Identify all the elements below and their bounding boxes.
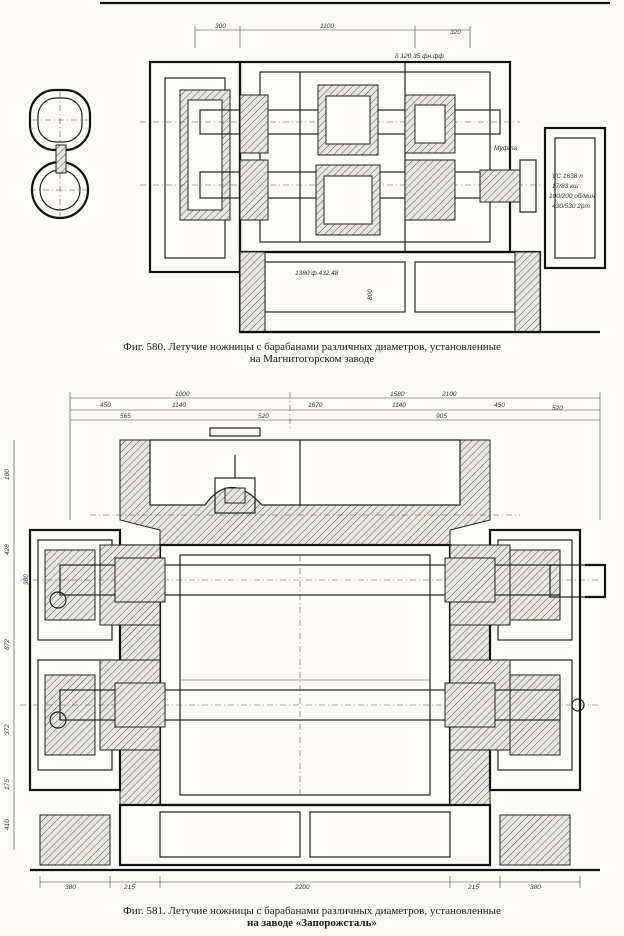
figure-581-drawing: 1000 1580 2100 450 1140 565 520 1670 114… (4, 391, 607, 891)
dim-top-1580: 1580 (390, 391, 405, 398)
figure-580-drawing: 300 1100 320 (28, 1, 610, 334)
dim-800: 800 (367, 289, 374, 300)
blade-section-details (28, 88, 92, 220)
dim-300: 300 (215, 23, 226, 30)
dim-bottom-2200: 2200 (294, 884, 310, 891)
central-frame (119, 543, 491, 807)
dim-top-905: 905 (436, 413, 447, 420)
dim-left-872: 872 (4, 639, 11, 650)
dim-left-372: 372 (4, 724, 11, 735)
dim-top-1140-left: 1140 (172, 402, 186, 409)
dim-left-380: 380 (23, 574, 30, 585)
dim-top-1140-right: 1140 (392, 402, 406, 409)
figure-581-caption: Фиг. 581. Летучие ножницы с барабанами р… (0, 905, 624, 929)
dim-ref-top: δ 120,35 фн.фф (395, 53, 444, 60)
coupling-label: Муфта (494, 145, 518, 152)
figure-581-caption-line1: Фиг. 581. Летучие ножницы с барабанами р… (123, 905, 501, 917)
motor-spec-2: 17/83 кш (552, 183, 579, 190)
dim-top-1000: 1000 (175, 391, 190, 398)
dim-top-520-mid: 520 (258, 413, 269, 420)
dim-top-520-right: 520 (552, 405, 563, 412)
housing-frame: VC 1638 л 17/83 кш 100/200 об/мин 430/53… (140, 53, 607, 274)
dim-top-565: 565 (120, 413, 131, 420)
motor-spec-4: 430/530 2рт (552, 203, 591, 210)
dim-bottom-380-left: 380 (65, 884, 76, 891)
dim-left-428: 428 (4, 544, 11, 555)
figure-581-caption-line2: на заводе «Запорожсталь» (247, 917, 377, 929)
dim-top-450-right: 450 (494, 402, 505, 409)
motor-spec-1: VC 1638 л (552, 173, 583, 180)
dim-bottom-380-right: 380 (530, 884, 541, 891)
dim-left-180: 180 (4, 469, 11, 480)
dim-top-450-left: 450 (100, 402, 111, 409)
figure-580-caption-line1: Фиг. 580. Летучие ножницы с барабанами р… (123, 341, 501, 353)
dim-top-1670: 1670 (308, 402, 323, 409)
dim-foundation: 1380 ф.432,48 (295, 270, 339, 277)
dim-left-175: 175 (4, 779, 11, 790)
figure-580-caption-line2: на Магнитогорском заводе (249, 353, 375, 365)
dim-top-2100: 2100 (441, 391, 457, 398)
cutting-drums (59, 557, 561, 728)
dim-bottom-215-right: 215 (467, 884, 479, 891)
upper-frame (90, 427, 520, 546)
dim-320: 320 (450, 29, 461, 36)
foundation: 1380 ф.432,48 800 (238, 250, 600, 334)
dim-bottom-215-left: 215 (123, 884, 135, 891)
figure-580-caption: Фиг. 580. Летучие ножницы с барабанами р… (0, 341, 624, 365)
base-frame (30, 803, 600, 872)
motor-spec-3: 100/200 об/мин (549, 192, 595, 200)
dim-1100: 1100 (320, 23, 334, 30)
dim-left-410: 410 (4, 819, 11, 830)
